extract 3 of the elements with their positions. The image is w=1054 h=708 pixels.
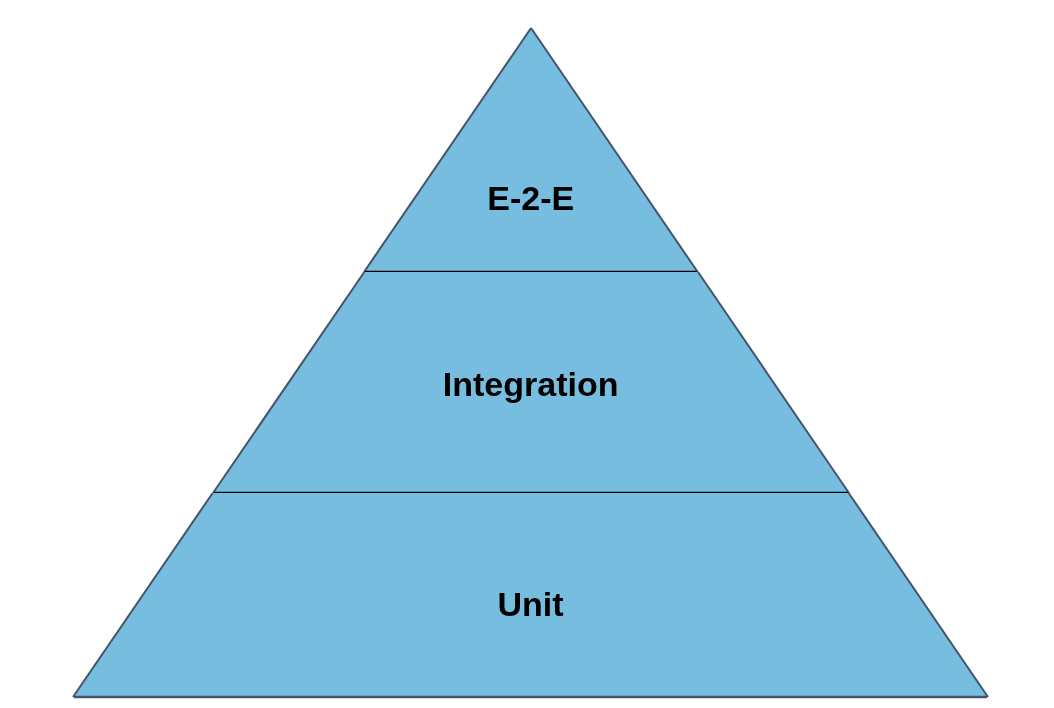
tier-label: E-2-E bbox=[487, 179, 575, 219]
tier-label: Unit bbox=[497, 585, 564, 625]
tier-label: Integration bbox=[442, 365, 619, 405]
